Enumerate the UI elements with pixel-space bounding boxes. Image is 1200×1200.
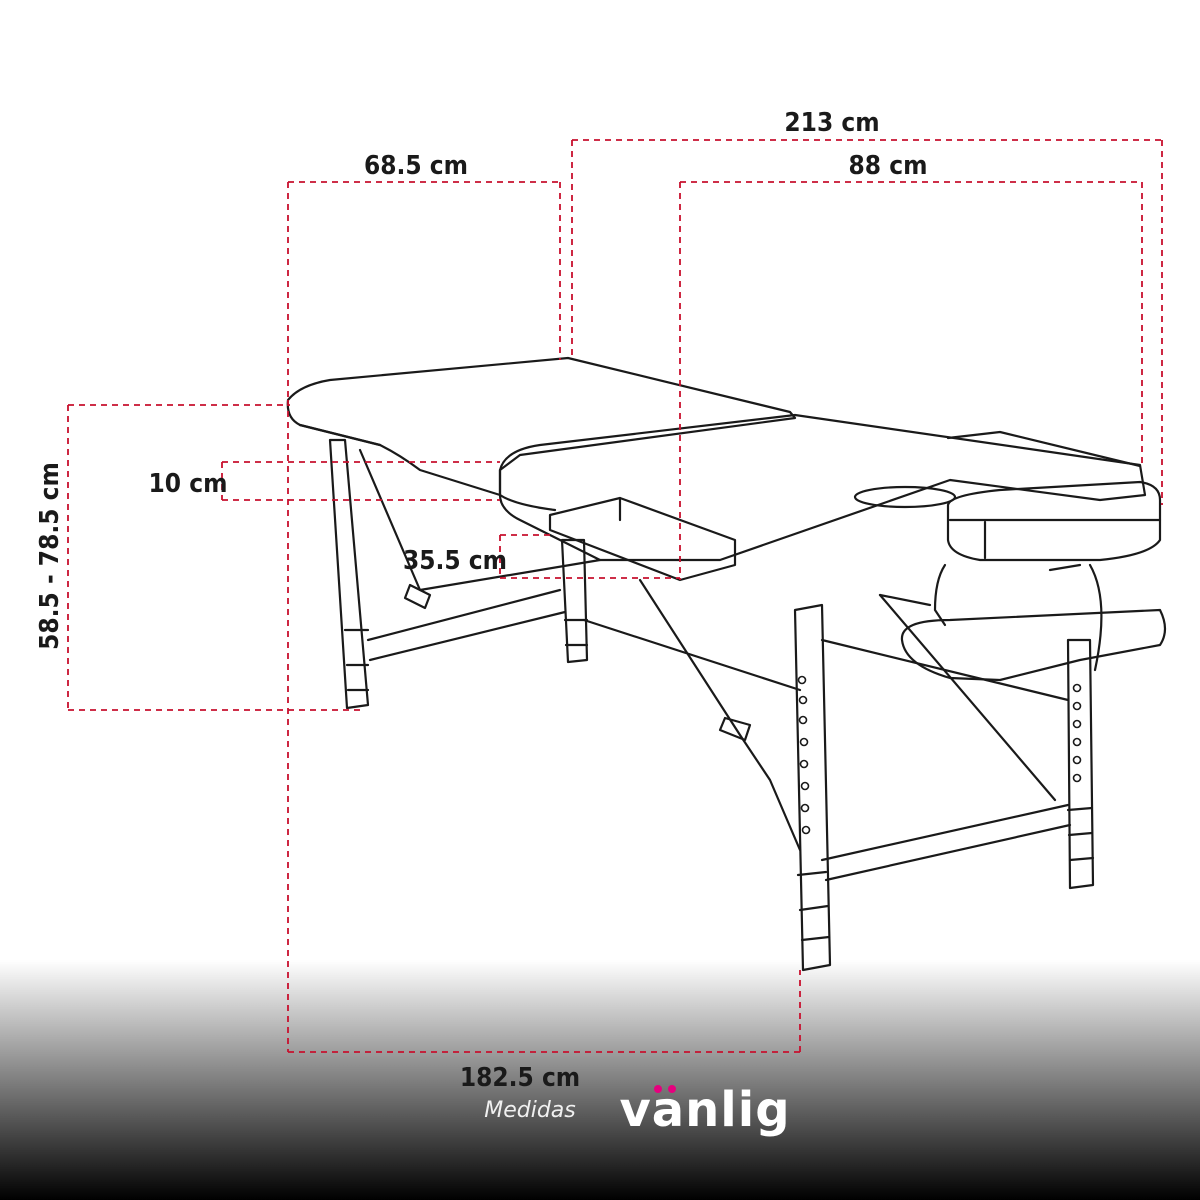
leg-right-back <box>1066 638 1095 890</box>
dim-68-5 <box>287 181 561 400</box>
label-height-range: 58.5 - 78.5 cm <box>35 462 65 650</box>
dim-88 <box>679 181 1143 580</box>
caption: Medidas <box>484 1098 576 1123</box>
brand-logo: vanlig <box>619 1082 791 1138</box>
rail-left <box>366 588 567 662</box>
label-headrest-section: 88 cm <box>849 151 928 181</box>
dim-182-5 <box>287 400 801 1053</box>
dimension-lines <box>67 139 1163 1053</box>
adjust-holes-front <box>797 675 811 835</box>
label-armrest-height: 35.5 cm <box>403 546 507 576</box>
label-base-length: 182.5 cm <box>460 1063 580 1093</box>
rail-front <box>820 803 1072 882</box>
dim-height <box>67 404 360 711</box>
table-drawing <box>286 356 1167 972</box>
dim-10 <box>221 461 500 501</box>
brace-3 <box>878 593 1057 802</box>
leg-right-front <box>793 603 832 972</box>
dim-213 <box>571 139 1163 505</box>
headrest <box>946 480 1162 562</box>
bottom-gradient <box>0 960 1200 1200</box>
back-cushion <box>286 356 797 497</box>
main-cushion <box>498 413 1147 562</box>
rail-back <box>582 618 1070 702</box>
brand-umlaut <box>654 1085 678 1095</box>
leg-left-front <box>328 438 370 710</box>
label-thickness: 10 cm <box>149 469 228 499</box>
adjust-holes-back <box>1072 683 1082 783</box>
leg-left-back <box>560 538 589 664</box>
label-total-length: 213 cm <box>784 108 879 138</box>
label-top-section: 68.5 cm <box>364 151 468 181</box>
brace-2 <box>638 578 802 852</box>
face-hole <box>853 485 957 509</box>
dim-35-5 <box>499 534 680 579</box>
